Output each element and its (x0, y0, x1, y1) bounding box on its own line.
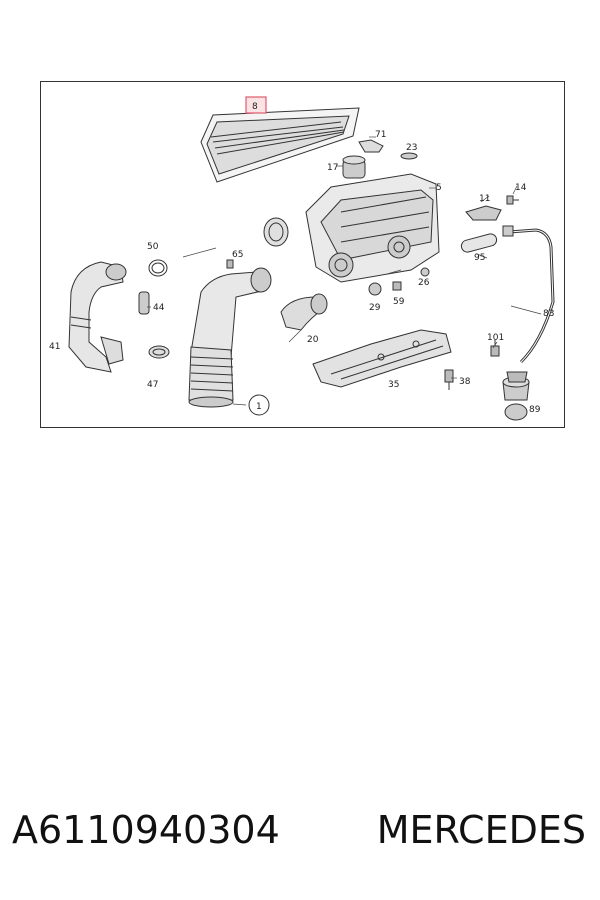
callout-50: 50 (147, 242, 159, 252)
callout-20: 20 (307, 335, 319, 345)
callout-101: 101 (487, 333, 504, 343)
duct-20 (280, 293, 328, 331)
part-number: A6110940304 (12, 808, 280, 852)
parts-diagram: 8 71 23 17 5 11 14 50 65 95 44 26 59 29 … (40, 81, 565, 428)
brand-name: MERCEDES (376, 808, 586, 852)
callout-41: 41 (49, 342, 60, 352)
hose-95 (460, 233, 498, 253)
callout-8: 8 (252, 102, 258, 112)
footer: A6110940304 MERCEDES (0, 800, 600, 860)
callout-71: 71 (375, 130, 386, 140)
callout-26: 26 (418, 278, 430, 288)
callout-89: 89 (529, 405, 541, 415)
vent-pipe-83 (502, 225, 555, 364)
callout-38: 38 (459, 377, 471, 387)
callout-17: 17 (327, 163, 338, 173)
callout-labels: 8 71 23 17 5 11 14 50 65 95 44 26 59 29 … (49, 102, 554, 415)
hose-41 (68, 261, 127, 373)
air-intake-housing (263, 173, 440, 283)
valve-89 (502, 371, 530, 421)
callout-44: 44 (153, 303, 165, 313)
callout-ring-1 (248, 394, 270, 416)
callout-83: 83 (543, 309, 554, 319)
callout-1: 1 (256, 402, 262, 412)
sensor-17 (342, 155, 366, 179)
bolt-38 (444, 369, 454, 390)
callout-35: 35 (388, 380, 399, 390)
callout-95: 95 (474, 253, 485, 263)
callout-47: 47 (147, 380, 158, 390)
small-fittings (368, 267, 430, 296)
diagram-canvas: 8 71 23 17 5 11 14 50 65 95 44 26 59 29 … (49, 96, 555, 421)
intake-hose-1 (188, 267, 272, 408)
callout-14: 14 (515, 183, 527, 193)
leader-lines (147, 136, 542, 406)
air-filter-element (200, 107, 360, 183)
callout-11: 11 (479, 194, 490, 204)
callout-5: 5 (436, 183, 442, 193)
callout-59: 59 (393, 297, 405, 307)
callout-65: 65 (232, 250, 243, 260)
heat-shield-35 (312, 329, 452, 388)
sensor-11 (465, 195, 519, 221)
callout-29: 29 (369, 303, 381, 313)
highlight-box (245, 96, 267, 114)
callout-23: 23 (406, 143, 417, 153)
bracket-71 (358, 139, 418, 160)
clamps (138, 259, 234, 359)
